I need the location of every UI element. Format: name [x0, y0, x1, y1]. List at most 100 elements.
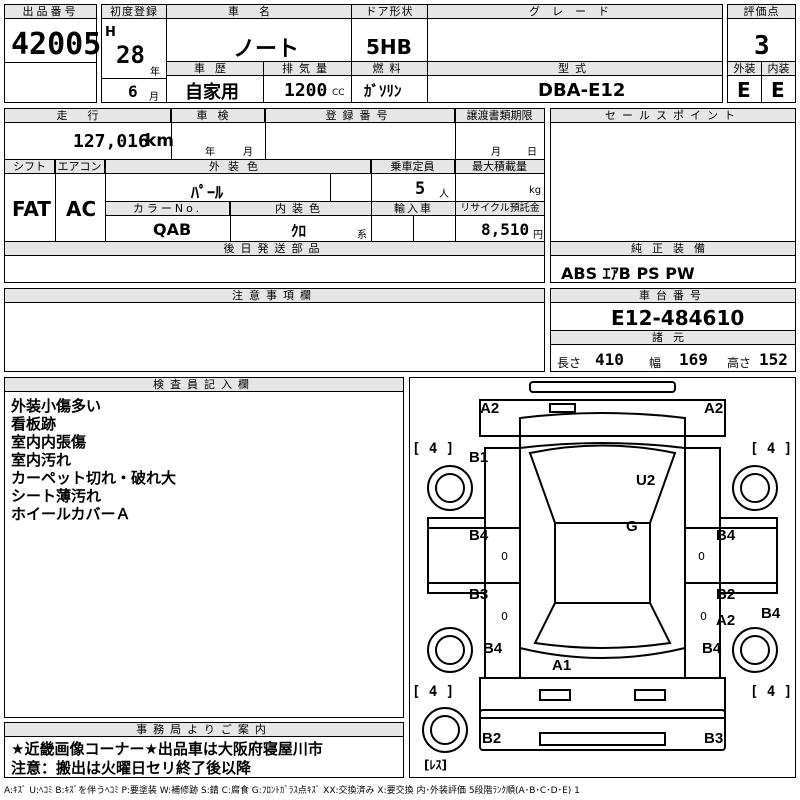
recycle-unit: 円 — [533, 230, 543, 241]
interior-label: 内装 — [762, 62, 795, 76]
office-line: ★近畿画像コーナー★出品車は大阪府寝屋川市 — [11, 740, 323, 758]
transfer-label: 譲渡書類期限 — [455, 109, 544, 123]
inspector-label: 検査員記入欄 — [5, 378, 403, 392]
inspector-line: 外装小傷多い — [11, 397, 102, 415]
door-value: 5HB — [366, 35, 412, 59]
displacement-unit: CC — [332, 88, 345, 98]
recycle-value: 8,510 — [481, 220, 530, 239]
tyre-tread-rr: [ 4 ] — [750, 684, 793, 700]
damage-mark: A2 — [704, 400, 724, 417]
fuel-value: ｶﾞｿﾘﾝ — [364, 82, 402, 100]
load-unit: kg — [529, 185, 542, 196]
mileage-unit: km — [145, 131, 175, 151]
lot-number: 42005 — [11, 27, 102, 62]
equipment-box: 純正装備 ABS ｴｱB PS PW — [550, 241, 796, 283]
zero-mark: 0 — [698, 550, 705, 563]
spec-block: 走行 車検 登録番号 譲渡書類期限 127,016 km 年 月 月 日 シフト… — [4, 108, 545, 242]
car-outline-icon — [422, 381, 778, 753]
displacement-value: 1200 — [284, 80, 328, 101]
grade-label: グレード — [428, 5, 722, 19]
width-value: 169 — [679, 350, 708, 369]
inspector-line: シート薄汚れ — [11, 487, 102, 505]
registration-label: 登録番号 — [265, 109, 455, 123]
reg-year-unit: 年 — [150, 67, 160, 78]
equipment-label: 純正装備 — [551, 242, 795, 256]
damage-mark: U2 — [636, 472, 656, 489]
chassis-value: E12-484610 — [611, 306, 745, 330]
zero-mark: 0 — [700, 610, 707, 623]
sales-points-box: セールスポイント — [550, 108, 796, 242]
color-value: ﾊﾟｰﾙ — [191, 183, 224, 202]
damage-mark: G — [626, 518, 638, 535]
score-label: 評価点 — [728, 5, 795, 19]
length-label: 長さ — [557, 356, 582, 370]
exterior-label: 外装 — [728, 62, 761, 76]
exterior-grade-box: 外装 E — [727, 61, 762, 103]
width-label: 幅 — [649, 356, 662, 370]
model-value: DBA-E12 — [538, 80, 626, 101]
sales-points-label: セールスポイント — [551, 109, 795, 123]
damage-mark: B1 — [469, 449, 489, 466]
inspection-month-unit: 月 — [243, 147, 253, 158]
office-label: 事務局よりご案内 — [5, 723, 403, 737]
mileage-label: 走行 — [5, 109, 171, 123]
color-no-label: カラーNo. — [106, 202, 230, 216]
fuel-label: 燃料 — [352, 62, 427, 76]
zero-mark: 0 — [501, 610, 508, 623]
later-parts-box: 後日発送部品 — [4, 241, 545, 283]
damage-mark: A2 — [716, 612, 736, 629]
reg-year: 28 — [116, 41, 145, 69]
car-name-box: 車名 ノート — [166, 4, 352, 62]
chassis-label: 車台番号 — [551, 289, 795, 303]
damage-mark: B4 — [761, 605, 781, 622]
later-parts-label: 後日発送部品 — [5, 242, 544, 256]
interior-color-value: ｸﾛ — [291, 222, 307, 240]
caution-label: 注意事項欄 — [5, 289, 544, 303]
aircon-value: AC — [66, 197, 97, 221]
chassis-box: 車台番号 E12-484610 諸元 長さ 410 幅 169 高さ 152 — [550, 288, 796, 372]
equipment-value: ABS ｴｱB PS PW — [561, 264, 695, 283]
inspector-line: カーペット切れ・破れ大 — [11, 469, 177, 487]
reg-month: 6 — [128, 82, 138, 101]
recycle-label: リサイクル預託金 — [456, 202, 544, 216]
transfer-month-unit: 月 — [491, 147, 501, 158]
interior-color-unit: 系 — [357, 230, 367, 241]
tyre-tread-rl: [ 4 ] — [412, 684, 455, 700]
door-box: ドア形状 5HB — [351, 4, 428, 62]
damage-mark: B3 — [469, 586, 489, 603]
height-label: 高さ — [727, 356, 752, 370]
damage-mark: B4 — [483, 640, 503, 657]
history-box: 車歴 自家用 — [166, 61, 264, 103]
lot-label: 出品番号 — [5, 5, 96, 19]
inspector-line: ホイールカバーＡ — [11, 505, 131, 523]
reg-month-unit: 月 — [149, 92, 159, 103]
damage-mark: B2 — [716, 586, 736, 603]
capacity-unit: 人 — [439, 189, 449, 200]
inspection-label: 車検 — [171, 109, 265, 123]
history-value: 自家用 — [185, 82, 239, 103]
tyre-tread-fl: [ 4 ] — [412, 441, 455, 457]
inspector-box: 検査員記入欄 外装小傷多い 看板跡 室内内張傷 室内汚れ カーペット切れ・破れ大… — [4, 377, 404, 718]
grade-box: グレード — [427, 4, 723, 62]
car-diagram-box: A2 A2 B1 U2 G B4 B4 0 0 B3 B2 0 0 A2 B4 … — [409, 377, 796, 778]
zero-mark: 0 — [501, 550, 508, 563]
capacity-value: 5 — [415, 179, 426, 199]
displacement-label: 排気量 — [264, 62, 351, 76]
damage-mark: B3 — [704, 730, 724, 747]
score-value: 3 — [754, 31, 770, 61]
office-box: 事務局よりご案内 ★近畿画像コーナー★出品車は大阪府寝屋川市 注意：搬出は火曜日… — [4, 722, 404, 778]
damage-mark: B4 — [716, 527, 736, 544]
first-reg-label: 初度登録 — [102, 5, 166, 19]
first-registration-box: 初度登録 H 28 年 6 月 — [101, 4, 167, 103]
inspector-line: 看板跡 — [11, 415, 57, 433]
exterior-value: E — [737, 78, 751, 102]
interior-grade-box: 内装 E — [761, 61, 796, 103]
interior-color-label: 内装色 — [230, 202, 371, 216]
shift-value: FAT — [12, 197, 51, 221]
damage-mark: A1 — [552, 657, 572, 674]
damage-mark: B4 — [702, 640, 722, 657]
legend-text: A:ｷｽﾞ U:ﾍｺﾐ B:ｷｽﾞを伴うﾍｺﾐ P:要塗装 W:補修跡 S:錆 … — [4, 786, 580, 796]
car-name-label: 車名 — [167, 5, 351, 19]
damage-mark: A2 — [480, 400, 500, 417]
dims-label: 諸元 — [551, 331, 795, 345]
